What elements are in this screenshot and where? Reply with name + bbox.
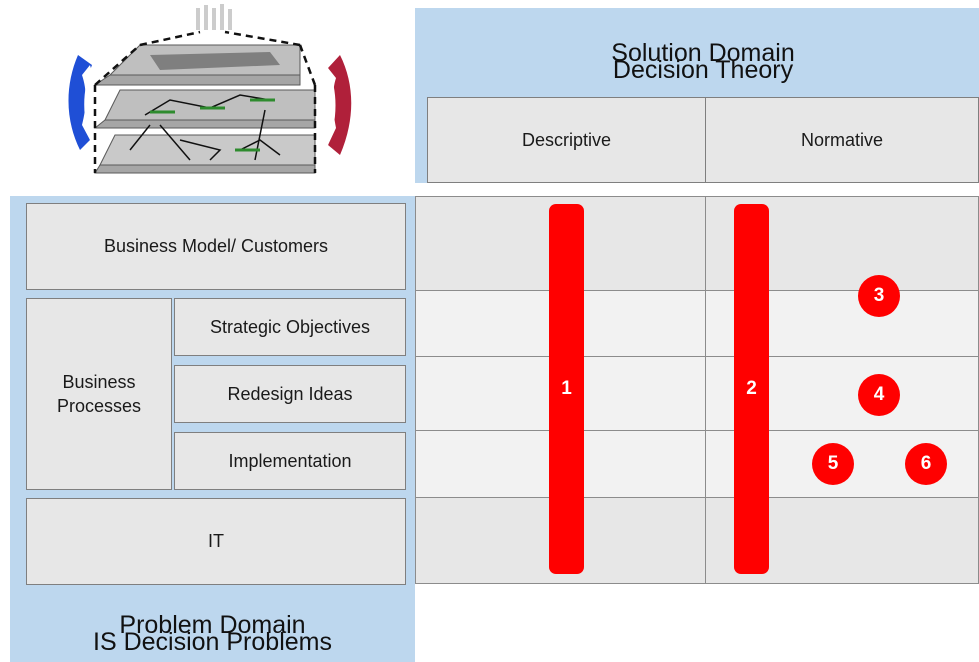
marker-bar-2-label: 2 — [746, 378, 757, 399]
column-descriptive: Descriptive — [427, 97, 706, 183]
row-implementation: Implementation — [174, 432, 406, 490]
row-implementation-label: Implementation — [228, 450, 352, 471]
row-redesign-ideas: Redesign Ideas — [174, 365, 406, 423]
layered-model-illustration — [60, 0, 360, 185]
marker-bar-1-label: 1 — [561, 378, 572, 399]
row-strategic-objectives-label: Strategic Objectives — [209, 316, 371, 337]
marker-circle-5: 5 — [812, 443, 854, 485]
marker-circle-5-label: 5 — [827, 453, 839, 474]
row-strategic-objectives: Strategic Objectives — [174, 298, 406, 356]
row-it: IT — [26, 498, 406, 585]
marker-bar-1: 1 — [549, 204, 584, 574]
solution-domain-title: Solution Domain Decision Theory — [415, 14, 979, 92]
marker-circle-6-label: 6 — [920, 453, 932, 474]
column-normative: Normative — [705, 97, 979, 183]
row-business-processes-label: Business Processes — [56, 371, 142, 416]
row-business-model-label: Business Model/ Customers — [103, 236, 329, 257]
row-redesign-ideas-label: Redesign Ideas — [227, 383, 353, 404]
solution-domain-title-line2: Decision Theory — [612, 56, 794, 84]
row-business-model: Business Model/ Customers — [26, 203, 406, 290]
marker-circle-3-label: 3 — [873, 285, 885, 306]
problem-domain-title-line2: IS Decision Problems — [93, 628, 332, 656]
marker-circle-4: 4 — [858, 374, 900, 416]
marker-circle-3: 3 — [858, 275, 900, 317]
marker-circle-4-label: 4 — [873, 384, 885, 405]
row-business-processes: Business Processes — [26, 298, 172, 490]
problem-domain-title: Problem Domain IS Decision Problems — [10, 588, 415, 662]
layers-graphic — [68, 4, 352, 174]
marker-circle-6: 6 — [905, 443, 947, 485]
column-descriptive-label: Descriptive — [521, 129, 612, 150]
problem-domain-title-line1: Problem Domain — [119, 610, 306, 639]
marker-bar-2: 2 — [734, 204, 769, 574]
solution-domain-title-line1: Solution Domain — [611, 38, 795, 67]
row-it-label: IT — [208, 531, 224, 552]
column-normative-label: Normative — [800, 129, 884, 150]
